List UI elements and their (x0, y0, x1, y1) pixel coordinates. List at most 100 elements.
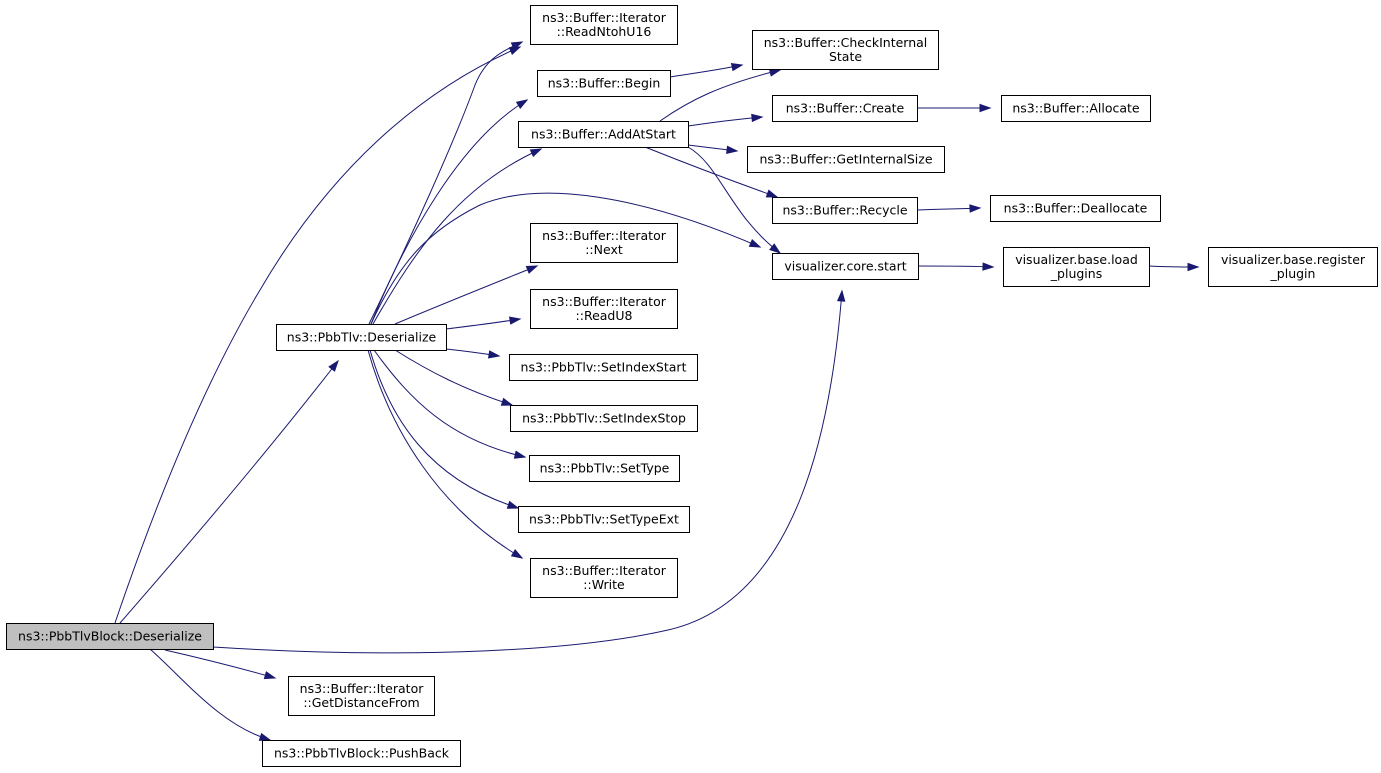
arrowhead (730, 63, 744, 72)
node-deallocate[interactable]: ns3::Buffer::Deallocate (990, 195, 1161, 222)
node-label: State (829, 49, 862, 64)
node-root[interactable]: ns3::PbbTlvBlock::Deserialize (6, 623, 214, 650)
node-label: ns3::Buffer::Iterator (542, 563, 667, 578)
node-box (752, 30, 939, 70)
node-label: ns3::Buffer::Begin (548, 76, 661, 91)
edge-recycle-to-deallocate (917, 204, 982, 213)
edge-tlvdeser-to-setindexstop (394, 349, 514, 406)
edge-vizstart-to-loadplugins (917, 262, 995, 271)
node-label: ns3::PbbTlv::SetTypeExt (529, 512, 679, 527)
node-box (518, 121, 689, 148)
node-label: ns3::PbbTlv::Deserialize (287, 330, 437, 345)
node-label: ::ReadU8 (576, 308, 633, 323)
arrowhead (506, 500, 520, 509)
edge-line (114, 46, 521, 624)
node-setindexstop[interactable]: ns3::PbbTlv::SetIndexStop (510, 405, 698, 432)
node-settypeext[interactable]: ns3::PbbTlv::SetTypeExt (518, 506, 690, 533)
arrowhead (510, 549, 524, 559)
edge-create-to-allocate (917, 103, 992, 113)
arrowhead (1187, 262, 1200, 272)
node-label: ::GetDistanceFrom (303, 695, 419, 710)
node-label: ::ReadNtohU16 (557, 24, 652, 39)
node-label: visualizer.base.register (1221, 252, 1366, 267)
node-label: ns3::PbbTlv::SetIndexStop (522, 411, 686, 426)
node-begin[interactable]: ns3::Buffer::Begin (537, 70, 671, 97)
edge-tlvdeser-to-settypeext (369, 349, 520, 509)
edge-begin-to-checkinternal (669, 63, 744, 78)
node-label: ns3::Buffer::Deallocate (1004, 201, 1148, 216)
node-label: visualizer.base.load (1015, 252, 1138, 267)
node-getdistance[interactable]: ns3::Buffer::Iterator::GetDistanceFrom (288, 676, 435, 716)
edge-tlvdeser-to-next (394, 265, 539, 325)
node-readu8[interactable]: ns3::Buffer::Iterator::ReadU8 (530, 289, 678, 329)
node-box (510, 405, 698, 432)
node-box (530, 558, 678, 598)
node-vizstart[interactable]: visualizer.core.start (772, 253, 919, 280)
node-create[interactable]: ns3::Buffer::Create (772, 95, 918, 122)
edge-line (445, 318, 521, 330)
edge-addatstart-to-recycle (644, 146, 779, 198)
node-label: ns3::PbbTlv::SetType (540, 461, 670, 476)
node-tlvdeser[interactable]: ns3::PbbTlv::Deserialize (276, 324, 447, 351)
node-box (1003, 247, 1150, 287)
node-label: ns3::Buffer::Iterator (300, 681, 425, 696)
edge-tlvdeser-to-settype (373, 349, 527, 459)
arrowhead (982, 262, 995, 271)
node-label: ns3::Buffer::Iterator (542, 228, 667, 243)
node-label: ::Write (583, 577, 625, 592)
edge-line (373, 349, 526, 458)
edge-line (149, 648, 271, 741)
node-readntoh[interactable]: ns3::Buffer::Iterator::ReadNtohU16 (530, 5, 678, 45)
node-label: ns3::Buffer::GetInternalSize (759, 152, 932, 167)
edge-line (119, 360, 339, 624)
node-registerplugin[interactable]: visualizer.base.register_plugin (1208, 247, 1378, 287)
node-loadplugins[interactable]: visualizer.base.load_plugins (1003, 247, 1150, 287)
node-box (518, 506, 690, 533)
node-setindexstart[interactable]: ns3::PbbTlv::SetIndexStart (509, 354, 698, 381)
edge-tlvdeser-to-begin (370, 99, 529, 325)
edge-line (372, 148, 542, 325)
edge-line (644, 146, 778, 198)
edge-line (394, 349, 513, 406)
arrowhead (328, 359, 339, 372)
node-recycle[interactable]: ns3::Buffer::Recycle (772, 197, 918, 224)
arrowhead (510, 41, 524, 51)
node-box (529, 455, 680, 482)
node-box (6, 623, 214, 650)
edge-root-to-tlvdeser (119, 359, 339, 624)
arrowhead (529, 148, 543, 158)
node-addatstart[interactable]: ns3::Buffer::AddAtStart (518, 121, 689, 148)
edge-line (367, 349, 523, 559)
edge-tlvdeser-to-setindexstart (445, 348, 501, 359)
edge-tlvdeser-to-write (367, 349, 524, 559)
node-box (276, 324, 447, 351)
arrowhead (748, 238, 762, 248)
node-label: ns3::Buffer::Recycle (782, 203, 907, 218)
arrowhead (515, 99, 529, 110)
node-label: ns3::Buffer::Allocate (1012, 101, 1140, 116)
node-label: visualizer.core.start (784, 259, 906, 274)
arrowhead (500, 397, 514, 406)
arrowhead (769, 243, 782, 254)
edge-line (917, 265, 994, 268)
node-write[interactable]: ns3::Buffer::Iterator::Write (530, 558, 678, 598)
edge-loadplugins-to-registerplugin (1148, 262, 1200, 272)
edge-tlvdeser-to-vizstart (370, 192, 762, 325)
edge-line (164, 649, 276, 679)
node-allocate[interactable]: ns3::Buffer::Allocate (1001, 95, 1151, 122)
node-next[interactable]: ns3::Buffer::Iterator::Next (530, 223, 678, 263)
edge-root-to-pushback (149, 648, 272, 741)
node-getinternalsize[interactable]: ns3::Buffer::GetInternalSize (747, 146, 945, 173)
node-settype[interactable]: ns3::PbbTlv::SetType (529, 455, 680, 482)
arrowhead (487, 350, 501, 359)
node-pushback[interactable]: ns3::PbbTlvBlock::PushBack (262, 740, 461, 767)
arrowhead (765, 189, 779, 198)
edge-root-to-vizstart (212, 289, 846, 654)
arrowhead (726, 145, 739, 154)
arrowhead (751, 113, 764, 123)
arrowhead (768, 68, 782, 77)
arrowhead (969, 204, 982, 213)
node-box (1001, 95, 1151, 122)
arrowhead (513, 450, 527, 459)
